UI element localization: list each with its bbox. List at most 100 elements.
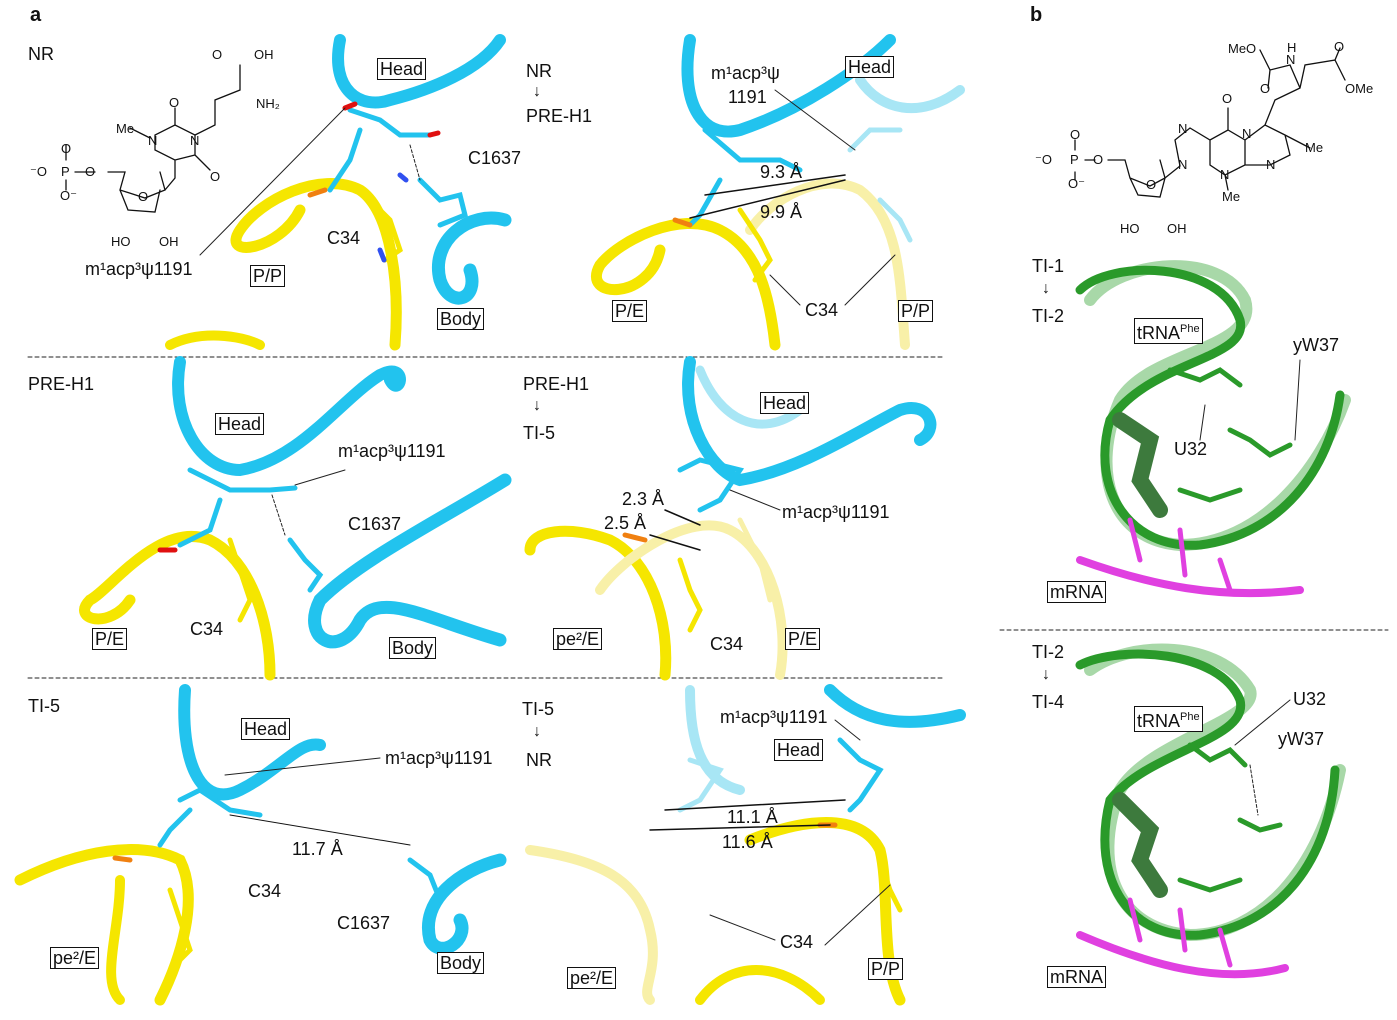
leader-line: [769, 274, 801, 306]
state-label: TI-5: [28, 696, 61, 716]
atom-label: O: [1260, 81, 1271, 96]
panel-label-b: b: [1030, 4, 1043, 26]
leader-line: [834, 719, 861, 741]
hbond: [271, 494, 286, 536]
body-label: Body: [437, 308, 485, 330]
pe2-site-label: pe²/E: [567, 967, 617, 989]
distance-arrow: [689, 179, 846, 219]
c34-label: C34: [805, 300, 839, 320]
yw37-label: yW37: [1278, 729, 1325, 749]
atom-label: H: [1287, 40, 1297, 55]
pp-site-label: P/P: [250, 265, 286, 287]
trna-ribbon: [106, 875, 125, 1005]
down-arrow-icon: ↓: [533, 83, 541, 100]
body-ribbon: [432, 211, 512, 305]
u32-label: U32: [1293, 689, 1327, 709]
leader-line: [294, 469, 346, 486]
trna-ribbon: [591, 218, 781, 351]
atom-label: OMe: [1345, 81, 1374, 96]
atom-label: N: [1178, 157, 1188, 172]
atom-label: OH: [159, 234, 179, 249]
nucleotide-sticks: [307, 101, 468, 263]
distance-label: 9.3 Å: [760, 162, 803, 182]
distance-arrow: [649, 534, 701, 551]
body-ribbon: [308, 473, 512, 649]
atom-label: MeO: [1228, 41, 1257, 56]
atom-label: O⁻: [60, 188, 77, 203]
trna-label: tRNAPhe: [1134, 318, 1203, 344]
distance-label: 11.1 Å: [727, 807, 778, 827]
atom-label: ⁻O: [30, 164, 47, 179]
atom-label: N: [1286, 52, 1296, 67]
pe-site-label: P/E: [92, 628, 128, 650]
atom-label: N: [1242, 126, 1252, 141]
head-ribbon: [178, 684, 326, 801]
atom-label: OH: [254, 47, 274, 62]
head-label: Head: [377, 58, 427, 80]
head-label: Head: [774, 739, 824, 761]
distance-arrow: [664, 799, 846, 811]
atom-label: O: [169, 95, 180, 110]
head-label: Head: [760, 392, 810, 414]
down-arrow-icon: ↓: [533, 723, 541, 740]
mrna-label: mRNA: [1047, 966, 1106, 988]
mrna-ribbon: [1076, 556, 1304, 598]
atom-label: OH: [1167, 221, 1187, 236]
atom-label: O: [1093, 152, 1104, 167]
atom-label: O: [1070, 127, 1081, 142]
trna-ribbon: [1075, 265, 1345, 550]
body-ribbon: [422, 853, 507, 955]
modified-nucleotide-number: 1191: [728, 87, 767, 107]
atom-label: O: [212, 47, 223, 62]
head-faded-ribbon: [685, 685, 745, 795]
state-label: PRE-H1: [28, 374, 95, 394]
trna-ribbon: [79, 531, 276, 681]
atom-label: O: [1334, 39, 1345, 54]
modified-nucleotide-label: m¹acp³ψ1191: [338, 441, 446, 461]
body-label: Body: [389, 637, 437, 659]
leader-line: [1199, 404, 1206, 441]
trna-ribbon: [14, 844, 194, 1006]
head-ribbon: [172, 356, 406, 477]
head-faded-ribbon: [855, 75, 965, 114]
c1637-label: C1637: [468, 148, 522, 168]
head-ribbon: [682, 356, 937, 487]
atom-label: O: [138, 189, 149, 204]
transition-from: PRE-H1: [523, 374, 590, 394]
trna-text: tRNA: [1137, 323, 1181, 343]
head-label: Head: [241, 718, 291, 740]
atom-label: O: [85, 164, 96, 179]
c1637-label: C1637: [337, 913, 391, 933]
down-arrow-icon: ↓: [1042, 666, 1050, 683]
trna-label: tRNAPhe: [1134, 706, 1203, 732]
atom-label: HO: [111, 234, 131, 249]
distance-arrow: [704, 174, 846, 196]
distance-arrow: [649, 824, 831, 831]
distance-label: 2.5 Å: [604, 513, 647, 533]
modified-nucleotide-label: m¹acp³ψ1191: [782, 502, 890, 522]
pp-site-label: P/P: [898, 300, 934, 322]
yw37-label: yW37: [1293, 335, 1340, 355]
trna-text: tRNA: [1137, 711, 1181, 731]
atom-label: O: [1222, 91, 1233, 106]
pe2-site-label: pe²/E: [553, 628, 603, 650]
distance-label: 11.6 Å: [722, 832, 773, 852]
down-arrow-icon: ↓: [533, 397, 541, 414]
pe-site-label: P/E: [785, 628, 821, 650]
leader-line: [199, 107, 346, 256]
atom-label: O: [61, 141, 72, 156]
u32-label: U32: [1174, 439, 1208, 459]
transition-to: TI-4: [1032, 692, 1065, 712]
state-label: NR: [28, 44, 54, 64]
trna-faded-ribbon: [1084, 260, 1351, 552]
pp-site-label: P/P: [868, 958, 904, 980]
leader-line: [729, 489, 781, 511]
mrna-ribbon: [1076, 931, 1289, 979]
leader-line: [774, 89, 856, 151]
leader-line: [224, 757, 381, 776]
pe2-site-label: pe²/E: [50, 947, 100, 969]
transition-from: TI-5: [522, 699, 555, 719]
trna-ribbon: [1075, 649, 1340, 940]
trna-ribbon: [695, 965, 825, 1005]
